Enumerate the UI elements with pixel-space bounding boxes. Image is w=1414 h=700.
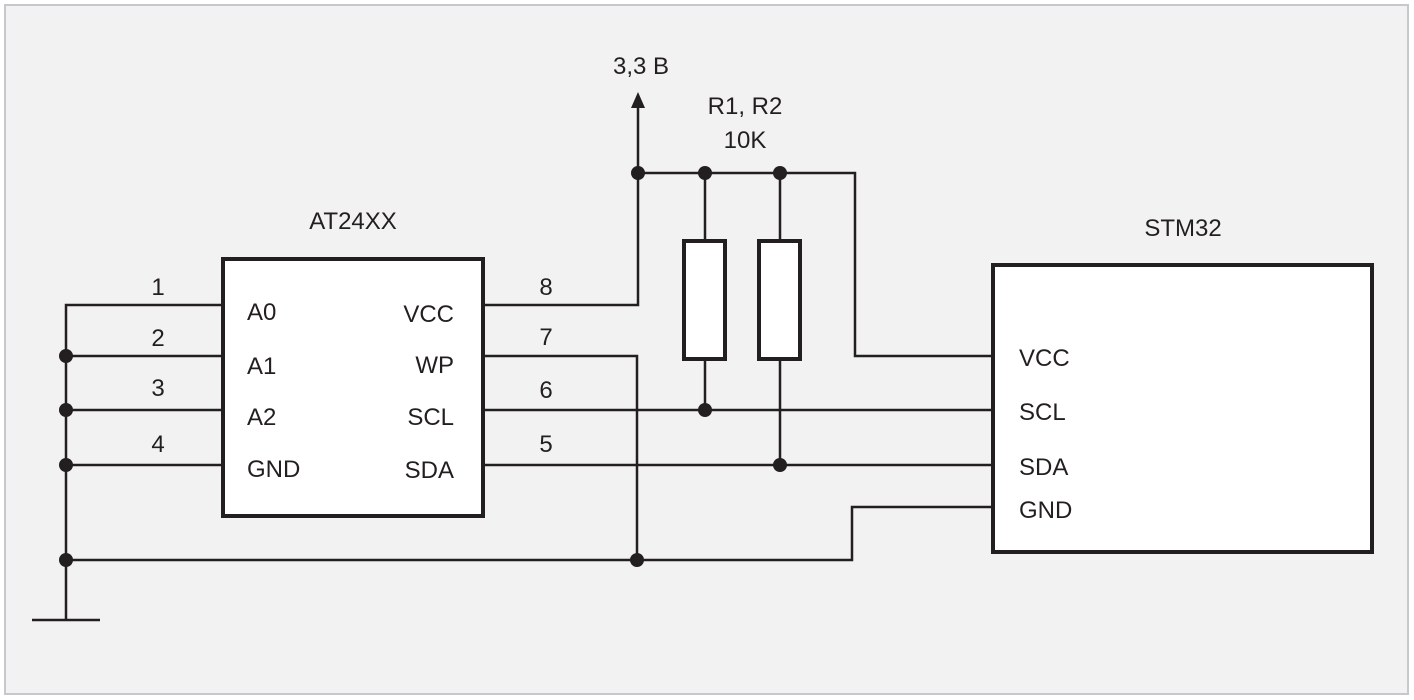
pin-name-sda: SDA <box>405 457 454 484</box>
pin-number-8: 8 <box>539 274 552 301</box>
pin-number-6: 6 <box>539 377 552 404</box>
wire-vcc-rail-to-mcu <box>638 171 992 358</box>
junction-r1-top <box>698 166 712 180</box>
mcu-chip <box>991 263 1374 554</box>
pin-name-vcc: VCC <box>403 301 454 328</box>
pin-number-5: 5 <box>539 431 552 458</box>
junction-gnd <box>59 458 73 472</box>
wire-wp-to-ground <box>482 354 639 560</box>
junction-ground-bus <box>59 553 73 567</box>
pin-number-1: 1 <box>151 274 164 301</box>
mcu-pin-gnd: GND <box>1019 497 1072 524</box>
pin-name-scl: SCL <box>407 404 454 431</box>
mcu-title: STM32 <box>1144 215 1221 242</box>
junction-a1 <box>59 349 73 363</box>
pin-number-7: 7 <box>539 324 552 351</box>
pin-number-3: 3 <box>151 375 164 402</box>
junction-a2 <box>59 403 73 417</box>
wire-a0-to-ground-bus <box>64 303 221 620</box>
mcu-pin-scl: SCL <box>1019 399 1066 426</box>
wire-ground-return <box>66 505 992 562</box>
resistor-r1 <box>682 239 727 361</box>
junction-scl-pullup <box>698 403 712 417</box>
pin-number-2: 2 <box>151 325 164 352</box>
pin-number-4: 4 <box>151 431 164 458</box>
junction-r2-top <box>773 166 787 180</box>
junction-supply-rail <box>631 166 645 180</box>
resistor-r2 <box>757 239 802 361</box>
pin-name-a0: A0 <box>247 299 276 326</box>
resistor-value-label: 10K <box>724 127 767 154</box>
junction-wp-ground <box>630 553 644 567</box>
mcu-pin-sda: SDA <box>1019 454 1068 481</box>
junctions <box>59 166 787 567</box>
mcu-pin-vcc: VCC <box>1019 345 1070 372</box>
pin-name-a2: A2 <box>247 404 276 431</box>
supply-label: 3,3 В <box>613 53 669 80</box>
pin-name-a1: A1 <box>247 353 276 380</box>
resistor-names-label: R1, R2 <box>708 93 783 120</box>
supply-arrow-icon <box>631 92 645 108</box>
pin-name-wp: WP <box>415 352 454 379</box>
eeprom-chip <box>221 257 485 518</box>
junction-sda-pullup <box>773 458 787 472</box>
pin-name-gnd: GND <box>247 456 300 483</box>
eeprom-title: AT24XX <box>309 208 397 235</box>
